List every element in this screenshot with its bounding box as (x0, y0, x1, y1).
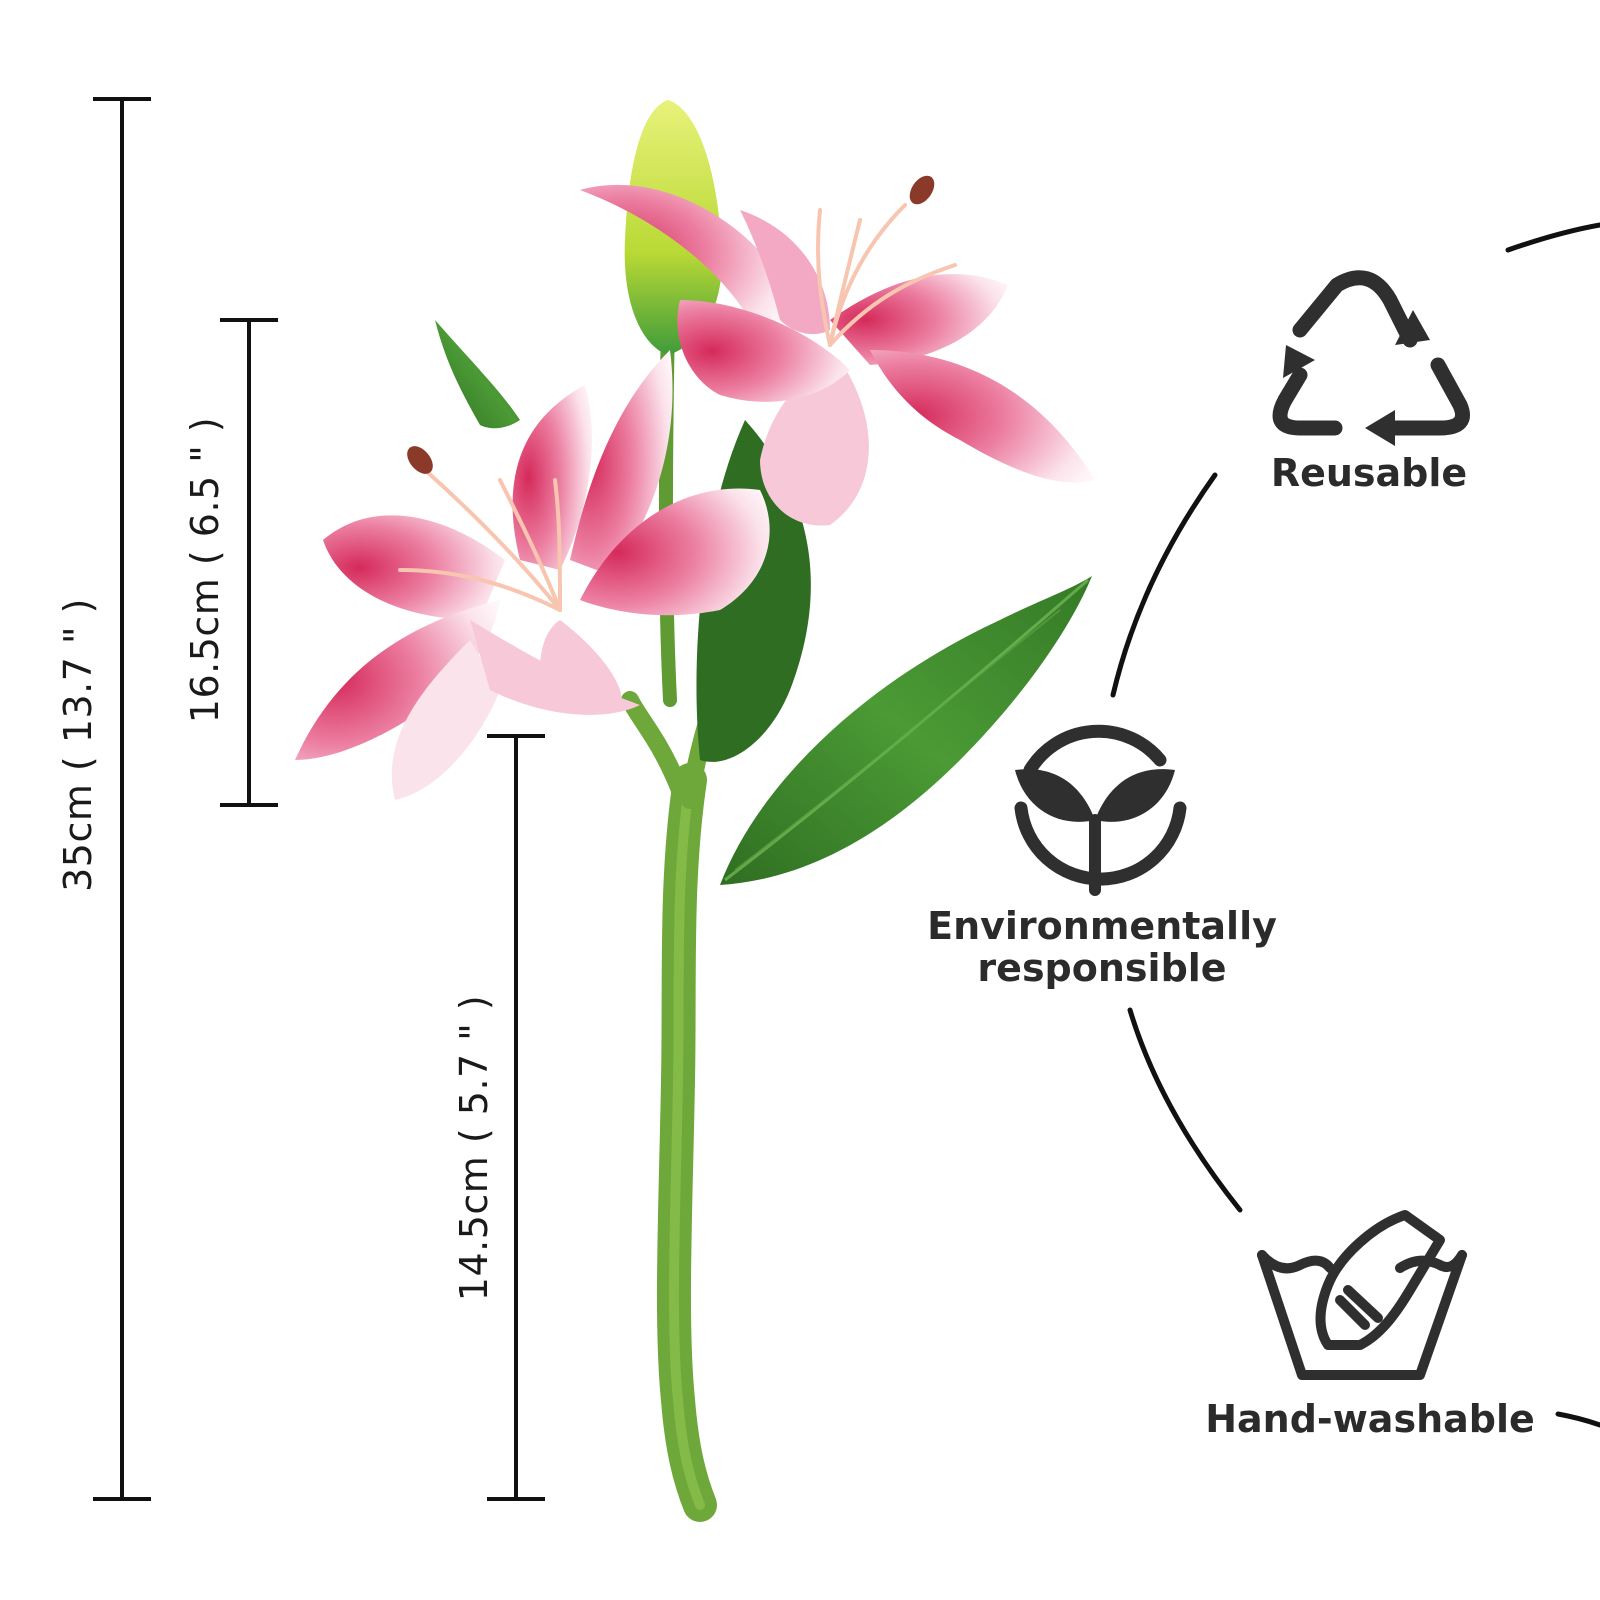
hand-wash-icon (1257, 1210, 1467, 1380)
dimension-total-label: 35cm ( 13.7 " ) (56, 598, 100, 892)
dimension-stem (487, 734, 545, 1501)
sprout-icon (1014, 724, 1187, 896)
leaf-small (435, 320, 520, 429)
feature-reusable-label: Reusable (1270, 451, 1468, 495)
feature-eco-line1: Environmentally (927, 904, 1277, 948)
dimension-flower-head-label: 16.5cm ( 6.5 " ) (183, 416, 227, 724)
dimension-flower-head (220, 318, 278, 807)
dimension-total (93, 97, 151, 1501)
recycle-icon (1272, 270, 1470, 446)
feature-eco-label: Environmentally responsible (927, 905, 1277, 989)
lily-flower-lower (295, 350, 770, 800)
leaf-large (720, 576, 1092, 885)
lily-flower-upper (580, 175, 1095, 526)
lily-photo (295, 100, 1095, 1522)
feature-washable-label: Hand-washable (1205, 1397, 1535, 1441)
feature-arc (1110, 222, 1600, 1428)
dimension-stem-label: 14.5cm ( 5.7 " ) (452, 994, 496, 1302)
feature-eco-line2: responsible (977, 946, 1227, 990)
